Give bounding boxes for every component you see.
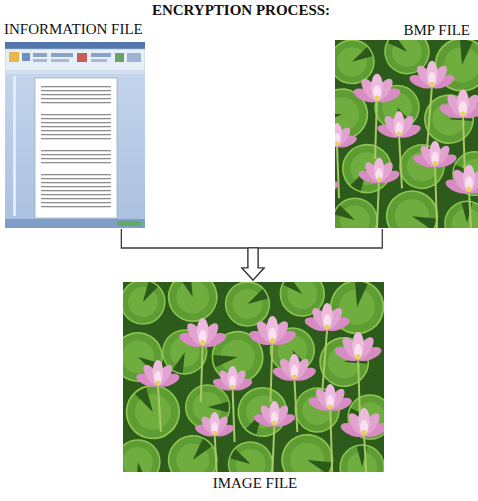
file-label: IMAGE FILE: [213, 474, 298, 492]
file-label: BMP FILE: [403, 21, 470, 39]
stego-image-photo: [123, 282, 384, 472]
file-box: BMP FILE: [333, 19, 478, 229]
merge-connector: [121, 229, 264, 280]
diagram-title: ENCRYPTION PROCESS:: [152, 1, 330, 19]
file-box: INFORMATION FILE: [2, 19, 157, 229]
flower-photo: [335, 40, 478, 228]
file-label: INFORMATION FILE: [4, 20, 143, 38]
document-screenshot: [5, 42, 145, 228]
merge-connector: [242, 229, 382, 280]
file-box: IMAGE FILE: [122, 281, 384, 499]
